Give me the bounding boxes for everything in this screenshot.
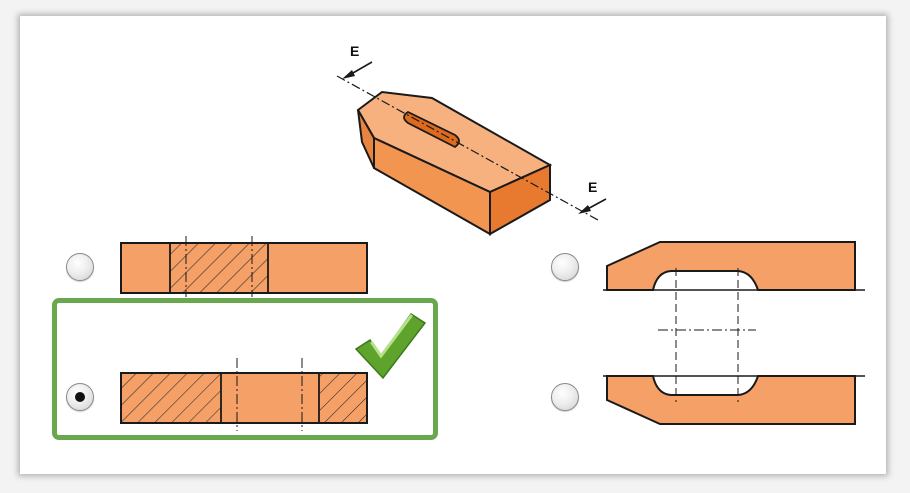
hidden-slot-lines [658, 268, 756, 402]
option-d-section-view [603, 375, 865, 425]
section-label-bottom: E [588, 179, 597, 195]
isometric-clamp-part [336, 75, 599, 236]
checkmark-icon [354, 312, 427, 380]
option-d-radio[interactable] [551, 383, 579, 411]
section-arrow-top [342, 61, 373, 79]
section-label-top: E [350, 43, 359, 59]
option-a-section-view [120, 236, 368, 297]
option-c-radio[interactable] [551, 253, 579, 281]
option-a-radio[interactable] [66, 253, 94, 281]
radio-selected-dot [75, 392, 85, 402]
section-arrow-bottom [578, 198, 607, 214]
correct-answer-highlight [52, 298, 438, 440]
option-b-section-view [120, 358, 368, 431]
option-b-radio[interactable] [66, 383, 94, 411]
option-c-section-view [603, 241, 865, 291]
